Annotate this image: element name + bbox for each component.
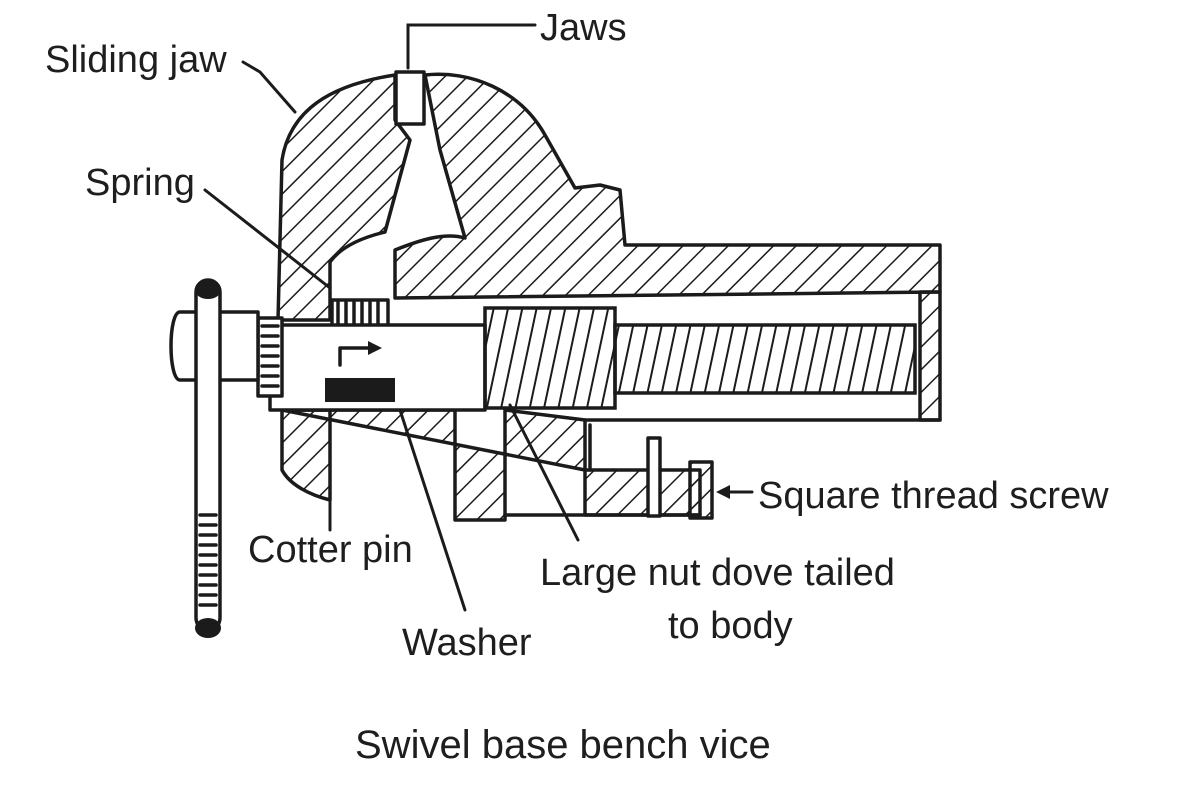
label-spring: Spring <box>85 162 195 204</box>
handle-bar <box>194 278 222 632</box>
screw-end <box>688 460 714 520</box>
body-end-wall <box>918 290 942 422</box>
lower-body <box>280 408 702 522</box>
label-washer: Washer <box>402 622 532 664</box>
sliding-jaw <box>276 73 412 322</box>
label-jaws: Jaws <box>540 7 627 49</box>
label-sliding-jaw: Sliding jaw <box>45 39 227 81</box>
washer <box>325 378 395 402</box>
handle-bar-thread <box>198 513 218 607</box>
leader-jaws <box>406 23 537 70</box>
screw-shaft <box>613 323 917 395</box>
leader-square-thread-screw-head <box>716 485 730 499</box>
leader-large-nut <box>508 403 580 542</box>
leader-washer <box>398 408 467 612</box>
caption: Swivel base bench vice <box>355 723 771 767</box>
knurl-lines <box>260 324 280 388</box>
large-nut <box>483 306 617 410</box>
fixed-jaw-body <box>393 72 942 300</box>
spring-coils <box>336 300 380 326</box>
screw-end-pin <box>646 436 662 518</box>
label-cotter-pin: Cotter pin <box>248 529 413 571</box>
leader-spring <box>203 188 332 290</box>
handle-top-knob <box>195 281 221 299</box>
label-large-nut-line2: to body <box>668 605 793 647</box>
handle-bottom-knob <box>195 618 221 638</box>
direction-arrowhead <box>368 341 382 355</box>
jaws-insert <box>394 70 426 126</box>
lower-rail <box>503 418 942 517</box>
leader-sliding-jaw <box>241 60 297 114</box>
label-large-nut-line1: Large nut dove tailed <box>540 552 895 594</box>
direction-arrow <box>338 346 372 367</box>
cotter-housing <box>280 408 332 502</box>
label-square-thread-screw: Square thread screw <box>758 475 1109 517</box>
